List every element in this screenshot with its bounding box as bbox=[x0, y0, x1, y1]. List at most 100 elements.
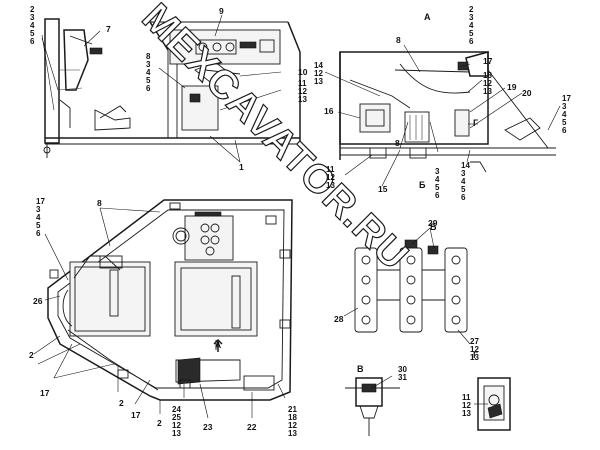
cab-floor-plan bbox=[33, 199, 293, 419]
callout-b-29: 29 bbox=[428, 218, 438, 228]
callout-label: 13 bbox=[288, 429, 297, 438]
callout-a-14-stack: 14 3 4 5 6 bbox=[461, 161, 470, 202]
view-label-a: А bbox=[424, 12, 431, 22]
callout-label: 27 bbox=[470, 337, 479, 346]
callout-label: 11 bbox=[298, 79, 307, 88]
callout-a-top-stack: 2 3 4 5 6 bbox=[469, 5, 474, 46]
callout-cab-2a: 2 bbox=[29, 350, 34, 360]
callout-label: 6 bbox=[562, 126, 567, 135]
callout-label: 17 bbox=[562, 94, 571, 103]
callout-label: 6 bbox=[146, 84, 151, 93]
callout-label: 4 bbox=[461, 177, 466, 186]
callout-label: 18 bbox=[288, 413, 297, 422]
callout-label: 12 bbox=[172, 421, 181, 430]
callout-label: 18 bbox=[483, 71, 492, 80]
callout-label: 3 bbox=[461, 169, 466, 178]
callout-label: 5 bbox=[146, 76, 151, 85]
callout-a-right-stack: 17 3 4 5 6 bbox=[562, 94, 571, 135]
callout-label: 6 bbox=[461, 193, 466, 202]
callout-label: 3 bbox=[146, 60, 151, 69]
callout-label: 12 bbox=[288, 421, 297, 430]
callout-label: 4 bbox=[435, 175, 440, 184]
callout-label: 30 bbox=[398, 365, 407, 374]
callout-label: 3 bbox=[469, 13, 474, 22]
callout-label: 13 bbox=[326, 181, 335, 190]
callout-a-left-stack: 14 12 13 bbox=[314, 61, 323, 86]
callout-label: 13 bbox=[462, 409, 471, 418]
side-view bbox=[41, 14, 301, 163]
callout-b-28: 28 bbox=[334, 314, 344, 324]
callout-label: 13 bbox=[470, 353, 479, 362]
callout-b-27-stack: 27 12 13 bbox=[470, 337, 479, 362]
callout-label: 3 bbox=[435, 167, 440, 176]
callout-label: 2 bbox=[30, 5, 35, 14]
callout-label: 13 bbox=[172, 429, 181, 438]
callout-label: 14 bbox=[461, 161, 470, 170]
callout-label: 3 bbox=[36, 205, 41, 214]
callout-label: 6 bbox=[30, 37, 35, 46]
callout-label: 11 bbox=[326, 165, 335, 174]
callout-label: 12 bbox=[314, 69, 323, 78]
callout-cab-17c: 17 bbox=[131, 410, 141, 420]
callout-label: 12 bbox=[470, 345, 479, 354]
callout-a-8: 8 bbox=[396, 35, 401, 45]
callout-v-stack: 30 31 bbox=[398, 365, 407, 382]
callout-cab-2b: 2 bbox=[119, 398, 124, 408]
callout-label: 12 bbox=[298, 87, 307, 96]
callout-label: 6 bbox=[469, 37, 474, 46]
callout-label: 4 bbox=[36, 213, 41, 222]
callout-cab-23: 23 bbox=[203, 422, 213, 432]
view-label-v: В bbox=[357, 364, 364, 374]
callout-label: 12 bbox=[483, 79, 492, 88]
callout-cab-21-stack: 21 18 12 13 bbox=[288, 405, 297, 438]
view-a bbox=[324, 44, 561, 187]
callout-label: 24 bbox=[172, 405, 181, 414]
view-label-g-marker: Г bbox=[473, 118, 478, 128]
callout-cab-17-stack: 17 3 4 5 6 bbox=[36, 197, 45, 238]
callout-cab-8: 8 bbox=[97, 198, 102, 208]
callout-a-20: 20 bbox=[522, 88, 532, 98]
callout-label: 2 bbox=[469, 5, 474, 14]
callout-label: 31 bbox=[398, 373, 407, 382]
callout-label: 13 bbox=[314, 77, 323, 86]
callout-cab-26: 26 bbox=[33, 296, 43, 306]
callout-label: 13 bbox=[483, 87, 492, 96]
view-label-b: Б bbox=[430, 222, 437, 232]
callout-label: 3 bbox=[30, 13, 35, 22]
callout-a-17: 17 bbox=[483, 56, 493, 66]
callout-cab-22: 22 bbox=[247, 422, 257, 432]
view-g bbox=[474, 377, 511, 431]
callout-label: 8 bbox=[146, 52, 151, 61]
callout-label: 4 bbox=[30, 21, 35, 30]
callout-9: 9 bbox=[219, 6, 224, 16]
callout-label: 21 bbox=[288, 405, 297, 414]
callout-label: 4 bbox=[469, 21, 474, 30]
callout-mid-stack: 8 3 4 5 6 bbox=[146, 52, 151, 93]
callout-label: 5 bbox=[469, 29, 474, 38]
callout-label: 25 bbox=[172, 413, 181, 422]
callout-right-stack-11: 11 12 13 bbox=[298, 79, 307, 104]
callout-label: 14 bbox=[314, 61, 323, 70]
view-b bbox=[343, 227, 471, 345]
callout-label: 17 bbox=[36, 197, 45, 206]
callout-1: 1 bbox=[239, 162, 244, 172]
callout-cab-17b: 17 bbox=[40, 388, 50, 398]
callout-a-b-stack: 3 4 5 6 bbox=[435, 167, 440, 200]
callout-a-15: 15 bbox=[378, 184, 388, 194]
callout-label: 6 bbox=[36, 229, 41, 238]
callout-label: 4 bbox=[562, 110, 567, 119]
callout-a-bl-stack: 11 12 13 bbox=[326, 165, 335, 190]
callout-label: 6 bbox=[435, 191, 440, 200]
callout-cab-2c: 2 bbox=[157, 418, 162, 428]
callout-label: 5 bbox=[435, 183, 440, 192]
callout-label: 11 bbox=[462, 393, 471, 402]
callout-label: 5 bbox=[36, 221, 41, 230]
callout-a-19: 19 bbox=[507, 82, 517, 92]
callout-label: 3 bbox=[562, 102, 567, 111]
callout-a-8b: 8 bbox=[395, 138, 400, 148]
callout-a-16: 16 bbox=[324, 106, 334, 116]
callout-10: 10 bbox=[298, 67, 308, 77]
callout-label: 13 bbox=[298, 95, 307, 104]
callout-cab-a: А bbox=[215, 340, 221, 350]
